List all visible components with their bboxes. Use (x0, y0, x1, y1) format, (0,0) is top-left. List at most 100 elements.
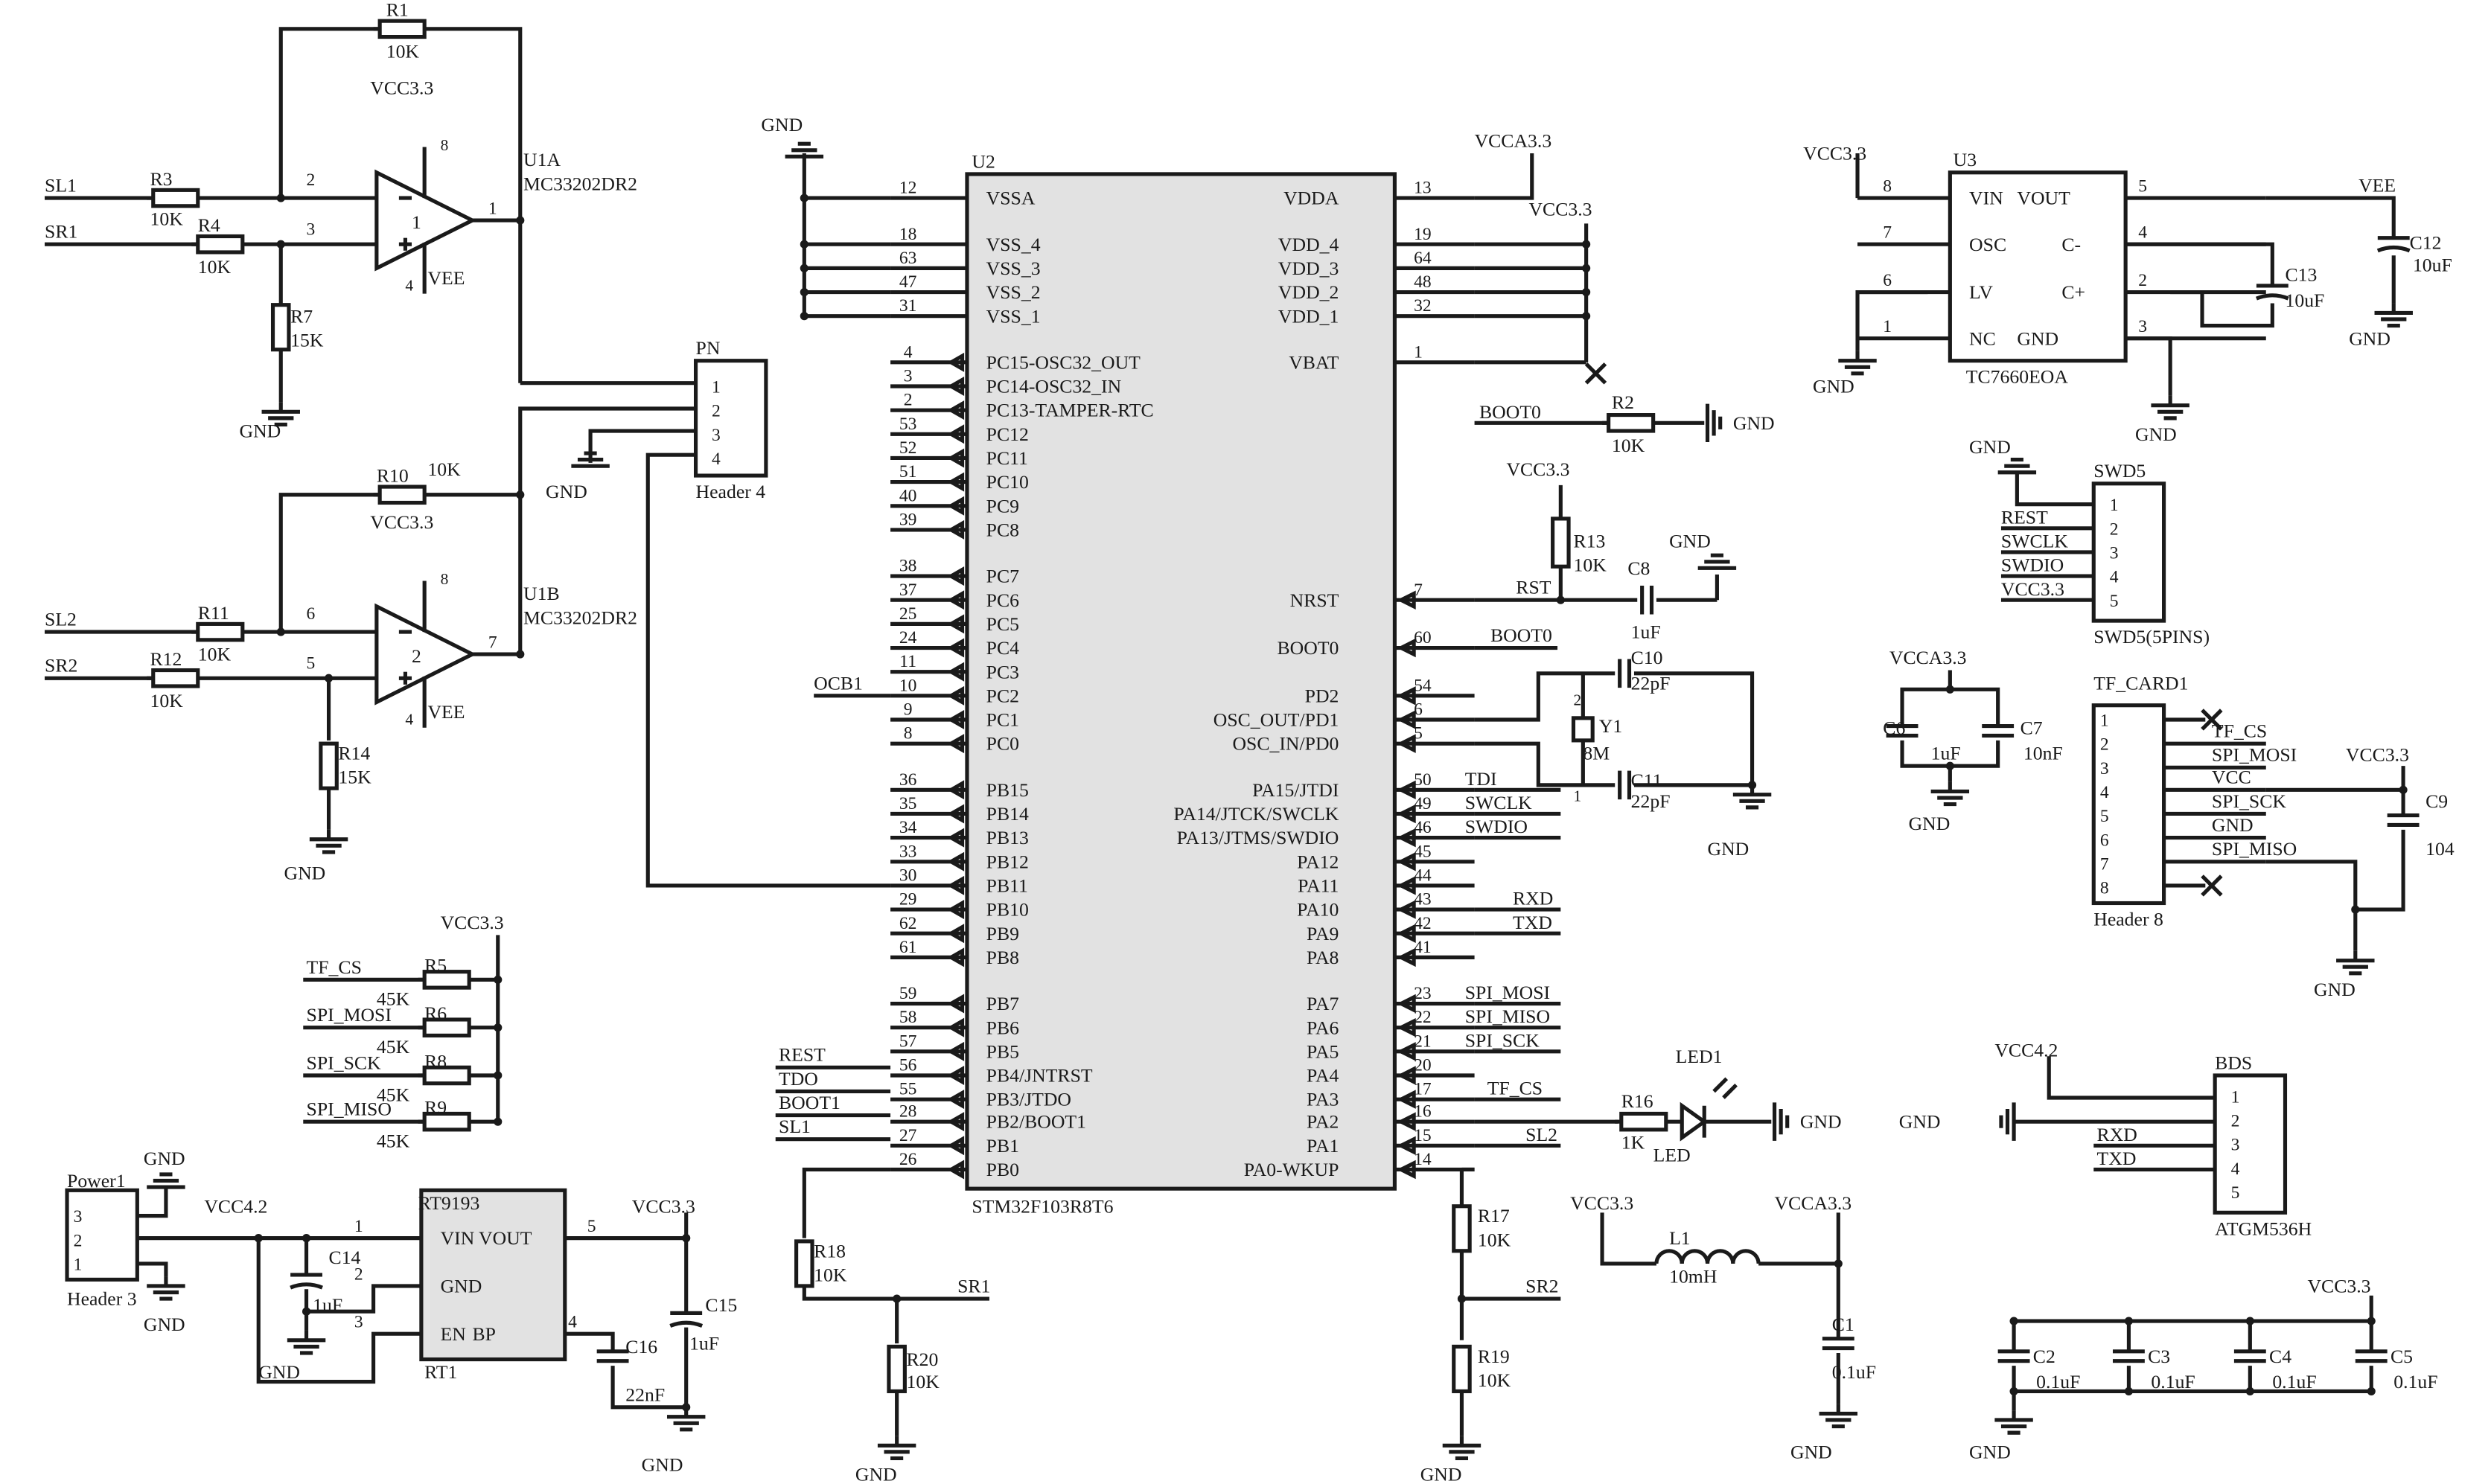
vcc-label: VCC3.3 (370, 77, 433, 99)
pin-number: 1 (1883, 317, 1892, 336)
power-ref: Power1 (67, 1170, 126, 1192)
u2-pin-name: PB9 (986, 923, 1019, 944)
u2-pin-number: 50 (1414, 770, 1432, 790)
c13-val: 10uF (2285, 290, 2324, 311)
u2-pin-number: 38 (899, 557, 917, 576)
r2-ref: R2 (1612, 391, 1634, 413)
u2-pin-name: OSC_IN/PD0 (1232, 733, 1339, 755)
gnd-label: GND (1733, 412, 1775, 434)
pn-ref: PN (696, 337, 721, 359)
junction-dot (1582, 240, 1591, 249)
net-label: RXD (2097, 1124, 2137, 1145)
pin-number: 8 (441, 570, 449, 588)
pin-arrow (947, 496, 965, 516)
pin-number: 5 (307, 653, 316, 673)
net-label: SPI_MOSI (307, 1004, 392, 1026)
gnd-label: GND (855, 1463, 897, 1484)
r12-ref: R12 (150, 648, 182, 670)
net-label: SL2 (1525, 1124, 1557, 1145)
pin-number: 4 (2110, 568, 2119, 587)
u2-pin-name: PB13 (986, 827, 1029, 848)
u2-pin-name: PC1 (986, 709, 1019, 731)
junction-dot (1945, 685, 1954, 694)
wire (278, 493, 380, 633)
u2-pin-number: 31 (899, 296, 917, 316)
r14-val: 15K (338, 767, 371, 788)
wire (518, 406, 696, 655)
junction-dot (494, 1117, 503, 1126)
u2-pin-name: PB10 (986, 899, 1029, 921)
inductor-coil (1731, 1249, 1761, 1264)
r14-ref: R14 (338, 743, 370, 764)
capacitor-plate (290, 1282, 323, 1290)
pin-number: 1 (354, 1217, 363, 1236)
gnd-label: GND (258, 1361, 300, 1383)
pin-arrow (947, 376, 965, 397)
u2-pin-number: 7 (1414, 581, 1423, 600)
u2-pin-name: PA7 (1307, 993, 1339, 1014)
c2-ref: C2 (2033, 1346, 2055, 1367)
net-sr2: SR2 (45, 655, 77, 677)
pin-arrow (1397, 1066, 1416, 1085)
u2-pin-number: 8 (904, 724, 913, 743)
gnd-label: GND (642, 1454, 683, 1476)
u2-pin-number: 30 (899, 866, 917, 885)
c8-ref: C8 (1627, 557, 1650, 579)
vee-label: VEE (427, 267, 465, 289)
wire (137, 1261, 168, 1277)
net-label: SWCLK (1465, 792, 1532, 813)
gnd-label: GND (284, 862, 326, 883)
resistor (151, 668, 200, 688)
u2-pin-number: 57 (899, 1032, 917, 1051)
junction-dot (1582, 312, 1591, 321)
u2-pin-number: 34 (899, 818, 917, 837)
u3-pin-name: LV (1969, 281, 1993, 303)
u3-pin-name: OSC (1969, 234, 2006, 255)
resistor (1452, 1204, 1472, 1253)
pin-number: 2 (2138, 271, 2147, 290)
pullup-ref: R5 (424, 955, 447, 976)
u2-pin-number: 58 (899, 1008, 917, 1027)
pin-arrow (947, 900, 965, 920)
r13-val: 10K (1573, 554, 1607, 576)
net-label: SL1 (779, 1116, 811, 1137)
u2-pin-number: 47 (899, 272, 917, 292)
c2-val: 0.1uF (2036, 1371, 2080, 1392)
pin-number: 6 (2100, 831, 2109, 850)
pin-arrow (947, 1065, 965, 1085)
net-label: TF_CS (307, 956, 362, 978)
rt-ref: RT9193 (418, 1192, 480, 1214)
r20-ref: R20 (907, 1349, 939, 1370)
r3-ref: R3 (150, 168, 172, 190)
net-label: TF_CS (1487, 1078, 1543, 1099)
resistor (196, 621, 245, 642)
pin-number: 3 (354, 1313, 363, 1332)
u2-pin-name: VBAT (1289, 351, 1339, 373)
c14-val: 1uF (313, 1294, 342, 1316)
u2-part-label: STM32F103R8T6 (972, 1195, 1113, 1217)
c15-val: 1uF (689, 1333, 719, 1355)
pin-number: 1 (74, 1255, 83, 1274)
u2-pin-number: 16 (1414, 1102, 1432, 1122)
c9-val: 104 (2425, 838, 2455, 860)
pin-number: 5 (2231, 1183, 2240, 1203)
net-label: BOOT1 (779, 1092, 841, 1113)
c5-val: 0.1uF (2393, 1371, 2437, 1392)
junction-dot (516, 650, 525, 659)
u2-pin-name: PA1 (1307, 1135, 1339, 1157)
c16-val: 22nF (625, 1384, 665, 1405)
vcc-label: VCC3.3 (1528, 199, 1592, 220)
net-label: REST (779, 1044, 826, 1066)
pin-arrow (1397, 638, 1416, 658)
u3-chip (1948, 170, 2128, 363)
u2-pin-number: 21 (1414, 1032, 1432, 1051)
junction-dot (2245, 1317, 2254, 1325)
net-label: TDI (1465, 768, 1497, 790)
u2-pin-name: VDDA (1283, 188, 1339, 209)
pin-number: 3 (2138, 317, 2147, 336)
u2-pin-number: 20 (1414, 1056, 1432, 1075)
pin-number: 6 (307, 604, 316, 624)
u2-pin-name: PA10 (1297, 899, 1339, 921)
u2-pin-number: 46 (1414, 818, 1432, 837)
